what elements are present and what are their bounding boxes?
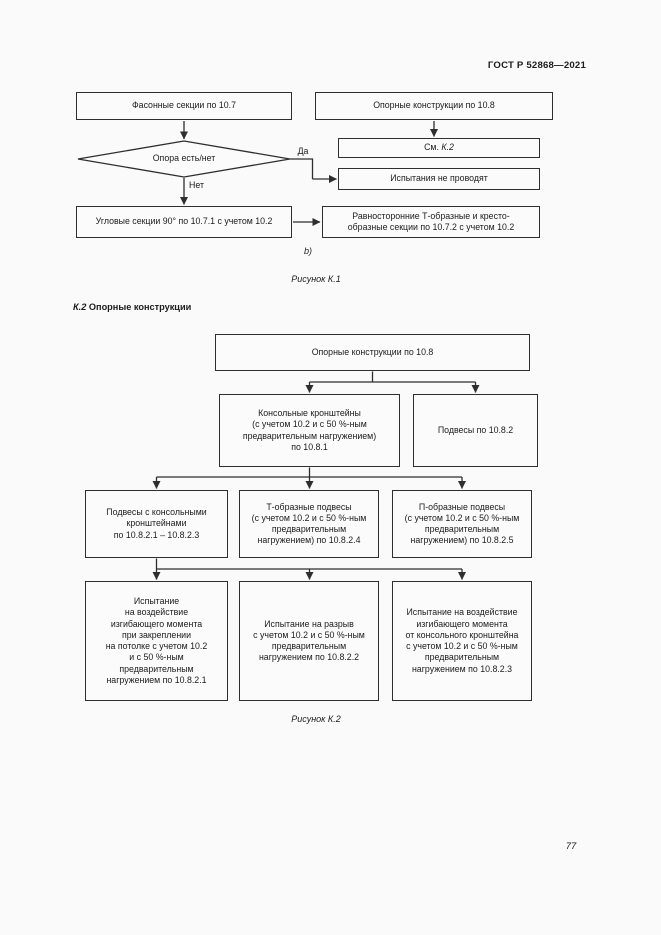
see-k2-prefix: См. [424,142,439,153]
figure-k1-sub-label: b) [303,246,312,256]
flow-box-root-k2: Опорные конструкции по 10.8 [215,334,530,371]
flow-box-opornye-k1: Опорные конструкции по 10.8 [315,92,553,120]
see-k2-ref: К.2 [441,142,454,153]
section-k2-number: К.2 [73,302,87,312]
flow-box-see-k2: См. К.2 [338,138,540,158]
flow-box-fasonnye: Фасонные секции по 10.7 [76,92,292,120]
flow-box-podvesy-konsolnye: Подвесы с консольными кронштейнами по 10… [85,490,228,558]
flow-box-ravnostoronnie: Равносторонние Т-образные и кресто- обра… [322,206,540,238]
section-k2-heading: К.2 Опорные конструкции [73,302,191,312]
section-k2-title: Опорные конструкции [88,302,192,312]
figure-k2-caption: Рисунок К.2 [291,714,341,724]
connector-tests-split-trunk [155,558,462,570]
flow-box-test-razryv: Испытание на разрыв с учетом 10.2 и с 50… [239,581,379,701]
flow-box-no-tests: Испытания не проводят [338,168,540,190]
connector-konsolnye-split-trunk [156,467,462,478]
flow-box-podvesy: Подвесы по 10.8.2 [413,394,538,467]
page-header: ГОСТ Р 52868—2021 [487,60,586,71]
decision-yes-label: Да [297,146,309,156]
flow-box-p-obraznye: П-образные подвесы (с учетом 10.2 и с 50… [392,490,532,558]
page-number: 77 [565,841,577,852]
connector-decision-yes-trunk [290,158,314,179]
flow-box-uglovye: Угловые секции 90° по 10.7.1 с учетом 10… [76,206,292,238]
flow-box-t-obraznye: Т-образные подвесы (с учетом 10.2 и с 50… [239,490,379,558]
connector-root-split-trunk [309,371,476,383]
flow-box-test-moment-kronshtein: Испытание на воздействие изгибающего мом… [392,581,532,701]
flow-box-konsolnye: Консольные кронштейны (с учетом 10.2 и с… [219,394,400,467]
flow-box-test-moment-potolok: Испытание на воздействие изгибающего мом… [85,581,228,701]
decision-diamond-label: Опора есть/нет [152,153,216,163]
figure-k1-caption: Рисунок К.1 [291,274,341,284]
decision-no-label: Нет [189,180,204,190]
